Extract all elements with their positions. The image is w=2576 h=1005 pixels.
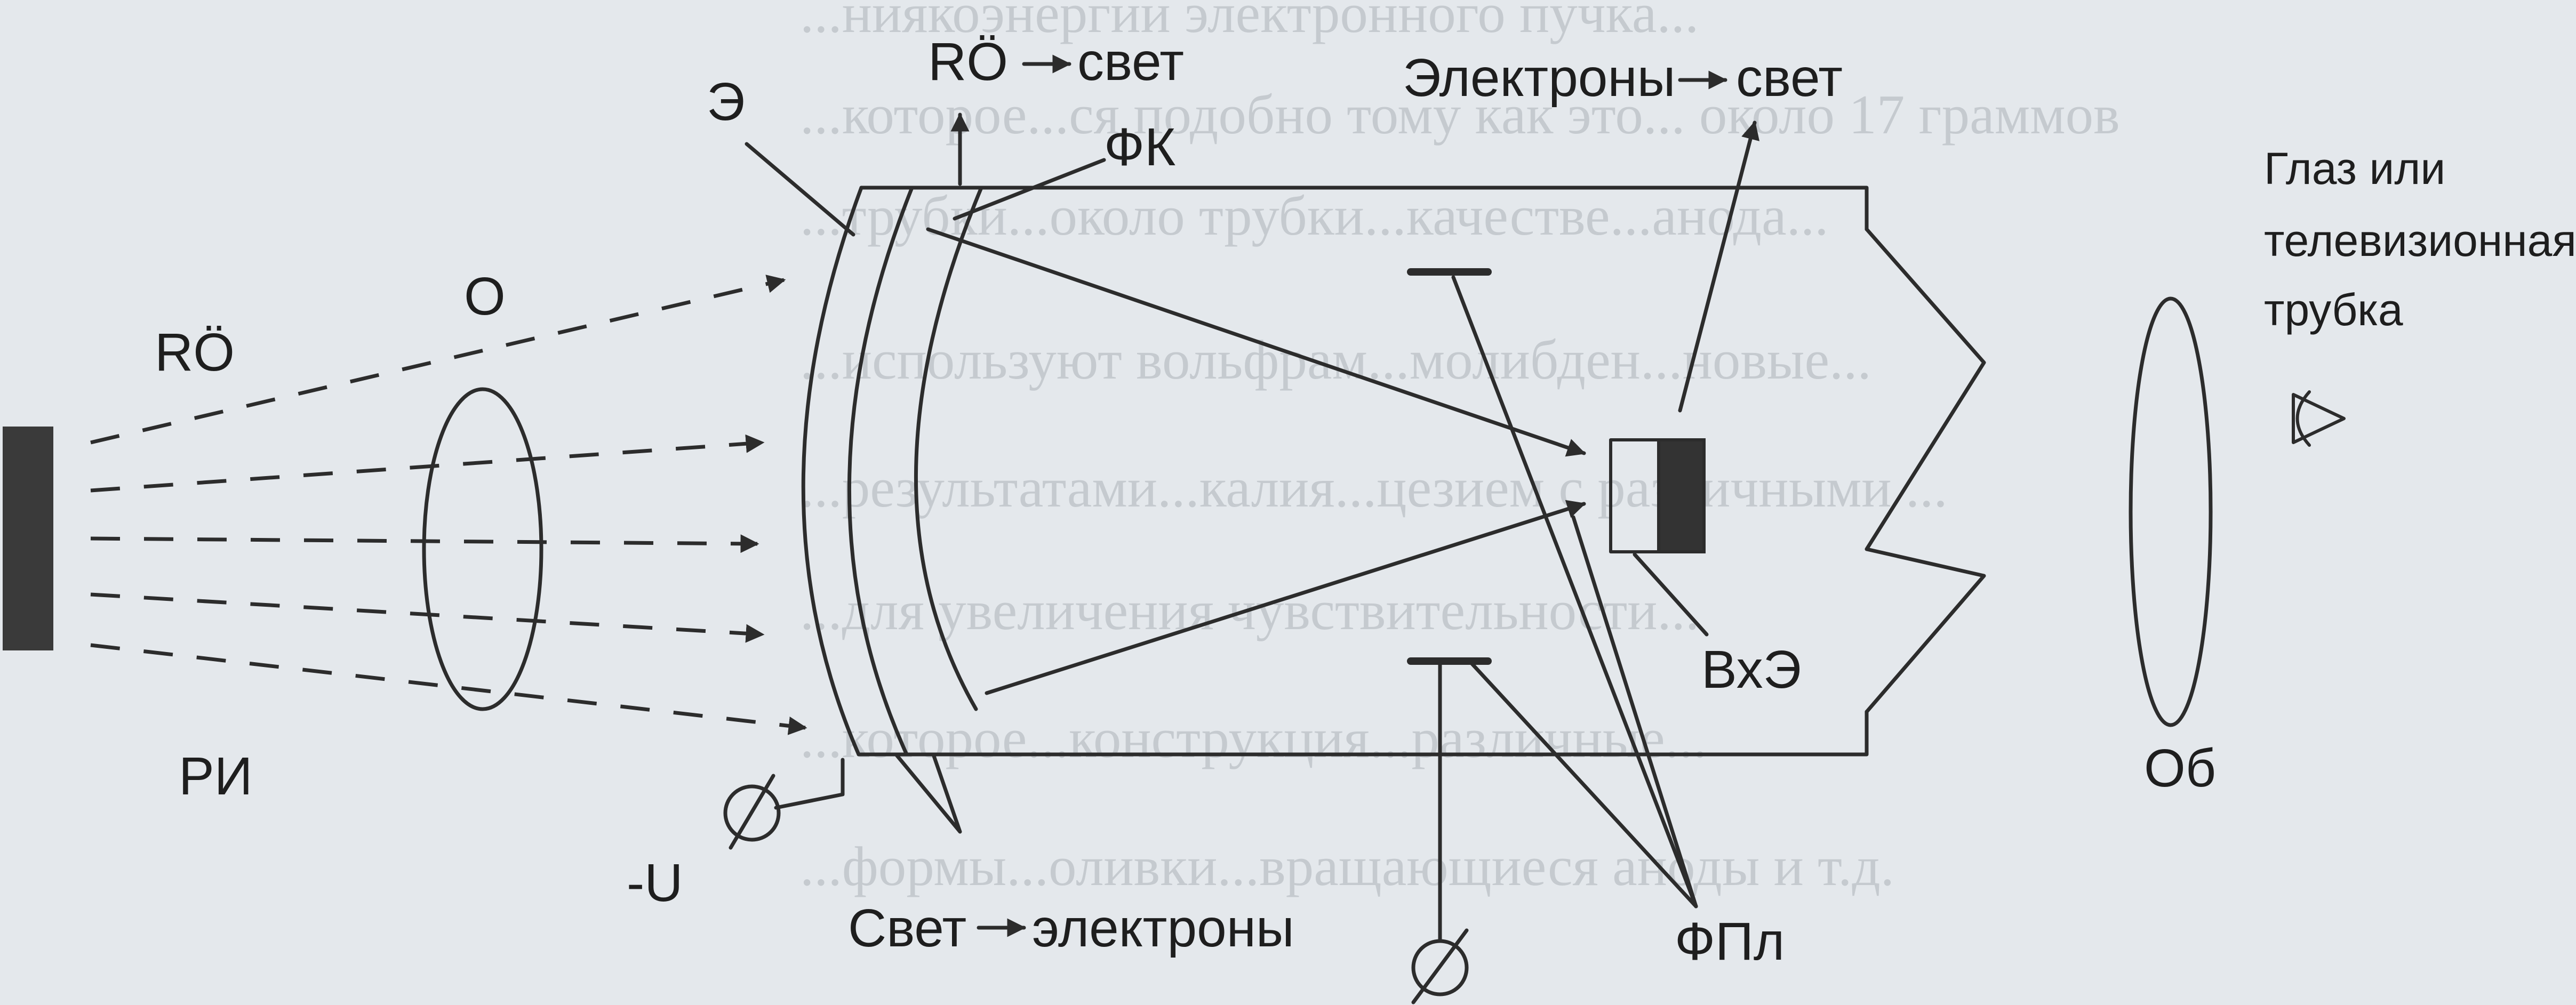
photocathode-outer-curve xyxy=(847,186,914,757)
label-eye-line2: телевизионная xyxy=(2264,215,2576,266)
output-screen-phosphor xyxy=(1657,438,1706,553)
pointer-fk xyxy=(953,158,1106,221)
tube-bottom-wall xyxy=(857,710,1869,757)
xray-ray-2 xyxy=(90,434,765,493)
objective-lens xyxy=(2129,296,2213,727)
label-svet-electrons-right: электроны xyxy=(1032,898,1294,958)
bg-line-7: ...которое...конструкция...различные... xyxy=(800,707,1707,769)
label-ri: РИ xyxy=(179,746,253,806)
label-electrons-svet-left: Электроны xyxy=(1403,48,1676,108)
intensifier-tube xyxy=(801,186,1986,834)
entrance-window-curve xyxy=(801,186,863,757)
label-svet-electrons-left: Свет xyxy=(848,898,966,958)
tube-exit-zigzag xyxy=(1865,227,1986,714)
tube-top-wall xyxy=(859,186,1869,231)
xray-ray-1 xyxy=(90,275,786,445)
label-ro: RÖ xyxy=(155,323,235,382)
fpl-pointer-2 xyxy=(1571,515,1698,908)
object-ellipse xyxy=(422,387,543,711)
label-ro-svet-right: свет xyxy=(1077,32,1184,92)
electron-paths xyxy=(926,227,1586,695)
label-electrons-svet: Электроны свет xyxy=(1403,48,1843,108)
bg-line-1: ...ниякоэнергии электронного пучка... xyxy=(800,0,1699,44)
background-bleed-text: ...ниякоэнергии электронного пучка... ..… xyxy=(800,0,2120,897)
electron-path-2 xyxy=(985,500,1586,695)
label-e: Э xyxy=(707,72,745,132)
label-fpl: ФПл xyxy=(1675,912,1785,971)
eye-icon xyxy=(2292,390,2346,447)
eye-icon-lid xyxy=(2295,390,2311,447)
xray-ray-4 xyxy=(90,592,765,643)
output-light-arrow xyxy=(1678,120,1760,413)
fpl-pointer-3 xyxy=(1470,662,1698,908)
bg-line-8: ...формы...оливки...вращающиеся аноды и … xyxy=(800,835,1894,897)
xray-rays xyxy=(90,275,807,735)
bg-line-2: ...которое...ся подобно тому как это... … xyxy=(800,83,2120,146)
xray-source-block xyxy=(3,427,53,650)
label-vxe: ВхЭ xyxy=(1701,640,1801,700)
fpl-pointers xyxy=(1451,275,1698,908)
eye-or-tv-label: Глаз или телевизионная трубка xyxy=(2264,143,2576,335)
label-electrons-svet-right: свет xyxy=(1736,48,1843,108)
label-ob: Об xyxy=(2144,738,2216,798)
pointer-e xyxy=(745,142,855,237)
cathode-terminal xyxy=(894,752,962,834)
supply-terminal-u xyxy=(723,784,781,842)
xray-ray-3 xyxy=(90,534,759,553)
photocathode-inner-curve xyxy=(914,186,983,711)
label-ro-svet: RÖ свет xyxy=(928,32,1184,92)
pointer-vxe xyxy=(1633,552,1709,637)
supply-wire-u xyxy=(774,758,845,810)
bg-line-4: ...используют вольфрам...молибден...новы… xyxy=(800,328,1871,391)
electron-path-1 xyxy=(926,227,1586,457)
eye-icon-shape xyxy=(2292,393,2346,444)
label-o: O xyxy=(464,267,506,326)
label-ro-svet-left: RÖ xyxy=(928,32,1008,92)
label-svet-electrons: Свет электроны xyxy=(848,898,1294,958)
label-eye-line1: Глаз или xyxy=(2264,143,2445,194)
supply-terminal-u-slash xyxy=(729,774,775,850)
fpl-pointer-1 xyxy=(1451,275,1698,908)
supply-terminal-focus-slash xyxy=(1411,928,1469,1004)
xray-ray-5 xyxy=(90,643,807,735)
label-eye-line3: трубка xyxy=(2264,285,2403,335)
label-minus-u: -U xyxy=(627,853,683,913)
bg-line-5: ...результатами...калия...цезием с разли… xyxy=(800,456,1948,519)
label-fk: ФК xyxy=(1104,117,1175,177)
